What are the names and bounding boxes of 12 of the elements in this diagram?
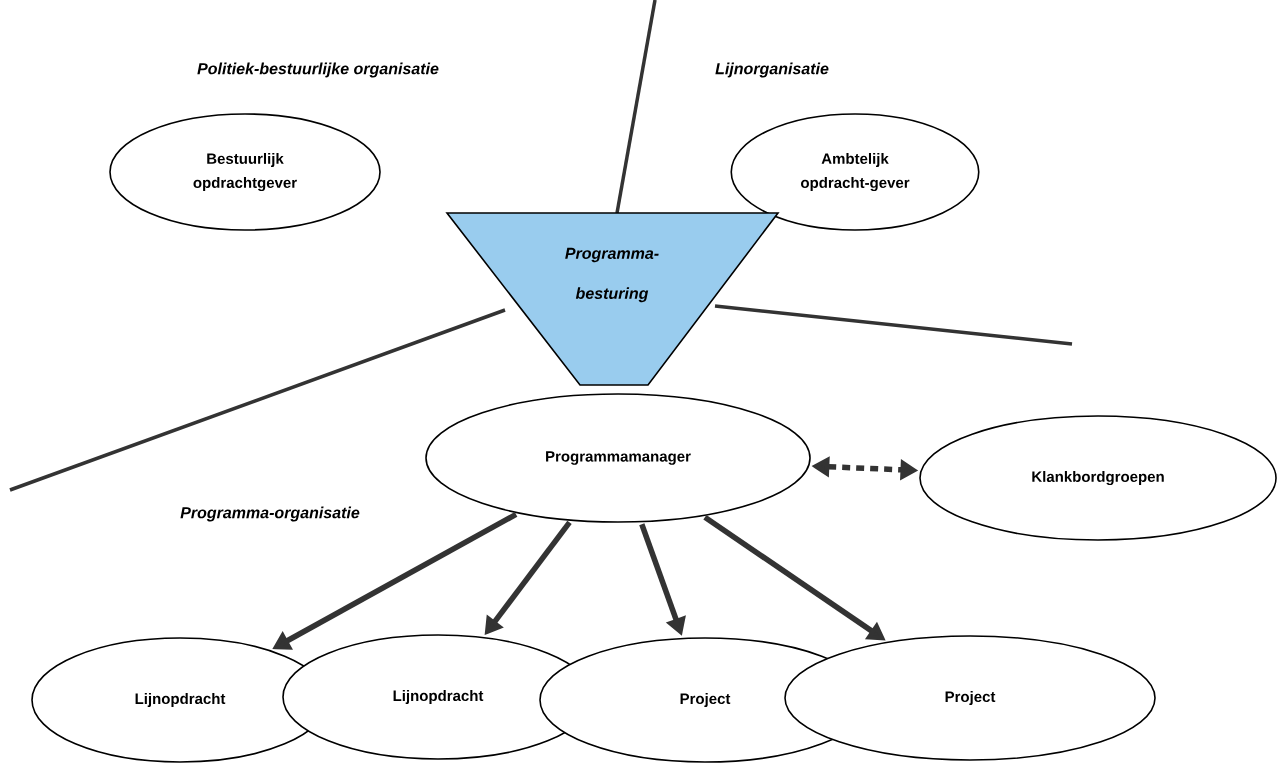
region-label: Programma-organisatie — [180, 506, 360, 522]
ellipse-node: Bestuurlijk opdrachtgever — [109, 113, 381, 231]
node-label: Project — [945, 691, 996, 705]
ellipse-node: Programmamanager — [425, 393, 811, 523]
ellipse-node: Project — [784, 635, 1156, 761]
ellipse-node: Ambtelijk opdracht-gever — [730, 113, 980, 231]
region-label: Politiek-bestuurlijke organisatie — [197, 62, 439, 78]
node-label: Project — [680, 693, 731, 707]
ellipse-node: Klankbordgroepen — [919, 415, 1277, 541]
region-label: Lijnorganisatie — [715, 62, 829, 78]
ellipse-node: Lijnopdracht — [31, 637, 329, 763]
node-label: Lijnopdracht — [393, 690, 484, 704]
